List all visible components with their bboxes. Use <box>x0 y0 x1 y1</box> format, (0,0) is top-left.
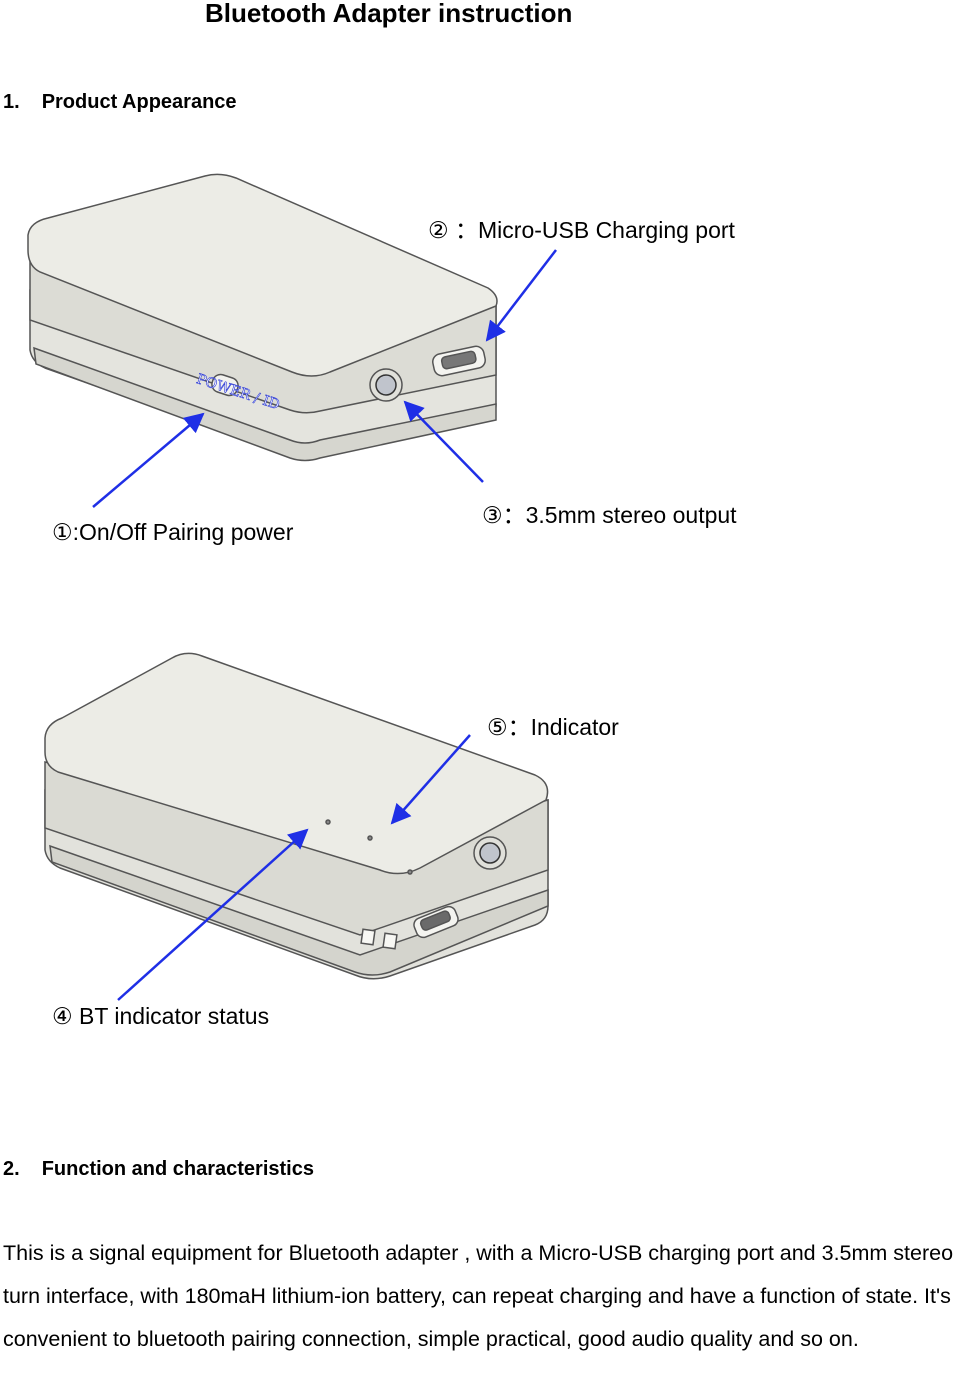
callout-usb-port: ② ：Micro-USB Charging port <box>428 217 735 243</box>
device-side-view <box>44 652 549 980</box>
section-2-title: Function and characteristics <box>41 1158 314 1180</box>
audio-arrow <box>403 400 484 483</box>
callout-audio-output: ③：3.5mm stereo output <box>482 502 737 528</box>
callout-indicator: ⑤：Indicator <box>487 714 619 740</box>
section-1-heading: 1. Product Appearance <box>3 91 237 114</box>
power-arrow <box>92 412 205 508</box>
callout-bt-status: ④ BT indicator status <box>52 1003 270 1029</box>
section-2-number: 2. <box>3 1158 20 1180</box>
bt-status-arrow <box>117 828 309 1001</box>
indicator-arrow <box>390 734 471 825</box>
callout-power-button: ①:On/Off Pairing power <box>52 519 294 545</box>
usb-arrow <box>485 249 557 342</box>
section-1-number: 1. <box>3 91 20 113</box>
description-paragraph: This is a signal equipment for Bluetooth… <box>3 1241 954 1351</box>
device-front-view <box>27 173 498 462</box>
section-2-heading: 2. Function and characteristics <box>3 1158 314 1181</box>
section-1-title: Product Appearance <box>41 91 237 113</box>
page-title: Bluetooth Adapter instruction <box>205 0 573 28</box>
